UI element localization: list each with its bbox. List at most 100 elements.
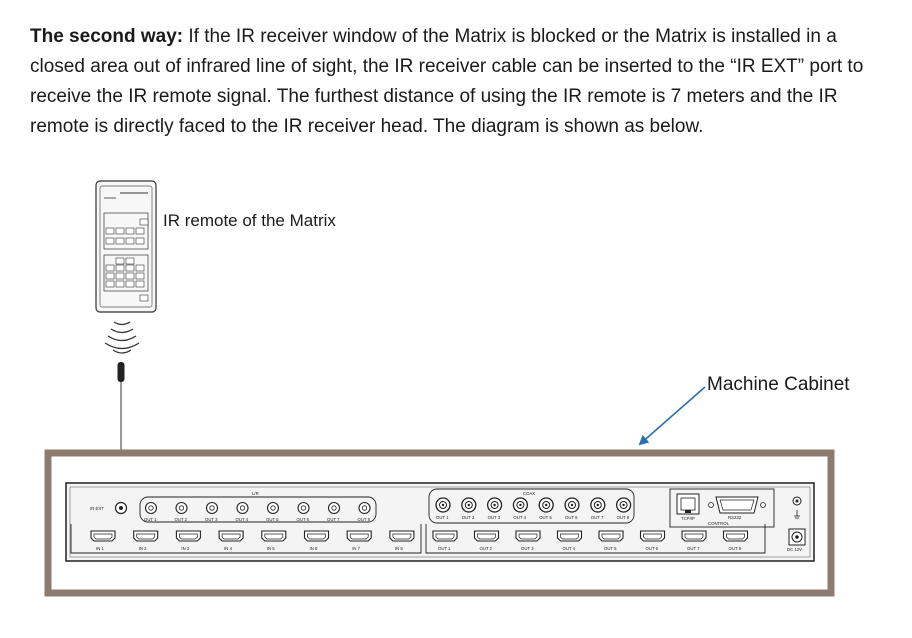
- coax-label: COAX: [523, 491, 535, 496]
- hdmi-in-port-label: IN 8: [395, 546, 403, 551]
- hdmi-out-port-label: OUT 4: [563, 546, 576, 551]
- hdmi-out-port-label: OUT 1: [438, 546, 451, 551]
- ir-signal-icon: [104, 321, 140, 354]
- paragraph-body: If the IR receiver window of the Matrix …: [30, 26, 864, 137]
- coax-out-label: OUT 1: [436, 515, 449, 520]
- remote-button: [105, 280, 115, 288]
- tcpip-label: TCP/IP: [681, 516, 695, 521]
- audio-out-label: OUT 2: [175, 517, 188, 522]
- remote-button: [135, 272, 145, 280]
- remote-button: [135, 237, 145, 245]
- ground-icon: [792, 496, 802, 519]
- remote-button: [135, 227, 145, 235]
- lr-audio-group: [139, 496, 377, 523]
- hdmi-out-port: [515, 530, 541, 542]
- remote-button: [115, 227, 125, 235]
- audio-out-label: OUT 3: [205, 517, 218, 522]
- remote-button: [125, 237, 135, 245]
- audio-out-label: OUT 5: [266, 517, 279, 522]
- hdmi-out-port-label: OUT 6: [646, 546, 659, 551]
- audio-out-label: OUT 1: [144, 517, 157, 522]
- remote-button: [135, 264, 145, 272]
- coax-group: [428, 488, 635, 524]
- audio-out-port: [175, 501, 188, 515]
- hdmi-in-port: [303, 530, 330, 542]
- dc-power-port: [788, 528, 806, 546]
- audio-out-port: [144, 501, 158, 515]
- remote-button: [115, 237, 125, 245]
- hdmi-in-port-label: IN 1: [96, 546, 104, 551]
- audio-out-port: [297, 501, 310, 515]
- hdmi-out-port-label: OUT 7: [687, 546, 700, 551]
- coax-out-label: OUT 8: [617, 515, 630, 520]
- remote-button: [115, 272, 125, 280]
- hdmi-in-port: [90, 530, 116, 542]
- hdmi-in-port: [346, 530, 372, 542]
- coax-out-label: OUT 5: [539, 515, 552, 520]
- remote-button: [105, 272, 115, 280]
- cabinet-arrow: [638, 386, 706, 446]
- dc-label: DC 12V: [787, 547, 802, 552]
- audio-out-label: OUT 8: [358, 517, 371, 522]
- remote-button: [115, 264, 125, 272]
- remote-button: [125, 227, 135, 235]
- audio-out-port: [327, 501, 341, 515]
- hdmi-out-port-label: OUT 3: [521, 546, 534, 551]
- rs232-label: RS232: [728, 515, 742, 520]
- control-label: CONTROL: [708, 521, 730, 526]
- hdmi-out-port: [681, 530, 707, 542]
- remote-button: [105, 264, 115, 272]
- remote-button: [115, 257, 125, 265]
- ir-remote-icon: [95, 180, 157, 313]
- audio-out-port: [266, 501, 280, 515]
- hdmi-in-port: [389, 530, 415, 542]
- remote-button: [135, 280, 145, 288]
- audio-out-label: OUT 6: [297, 517, 310, 522]
- tcpip-port: [676, 493, 700, 515]
- hdmi-out-port-label: OUT 5: [604, 546, 617, 551]
- remote-button: [105, 227, 115, 235]
- audio-out-port: [205, 501, 219, 515]
- hdmi-out-port: [432, 530, 458, 542]
- hdmi-in-port-label: IN 7: [352, 546, 360, 551]
- audio-out-port: [358, 501, 371, 515]
- hdmi-out-port: [598, 530, 624, 542]
- hdmi-out-port-label: OUT 2: [480, 546, 493, 551]
- hdmi-out-port: [473, 530, 500, 542]
- hdmi-out-port: [639, 530, 666, 542]
- lr-label: L/R: [252, 491, 259, 496]
- coax-out-label: OUT 6: [565, 515, 578, 520]
- audio-out-port: [236, 501, 249, 515]
- hdmi-in-port-label: IN 3: [181, 546, 189, 551]
- hdmi-out-port: [722, 530, 749, 542]
- remote-button: [139, 218, 149, 226]
- audio-out-label: OUT 7: [327, 517, 340, 522]
- description-paragraph: The second way: If the IR receiver windo…: [30, 22, 890, 142]
- ir-ext-label: IR EXT: [90, 506, 104, 511]
- coax-out-label: OUT 7: [591, 515, 604, 520]
- remote-button: [139, 294, 149, 302]
- control-group: [669, 488, 775, 528]
- hdmi-in-port: [218, 530, 244, 542]
- coax-out-label: OUT 4: [513, 515, 526, 520]
- remote-button: [105, 237, 115, 245]
- hdmi-out-port: [556, 530, 583, 542]
- rs232-port: [708, 496, 766, 514]
- remote-button: [125, 280, 135, 288]
- remote-label: IR remote of the Matrix: [163, 211, 336, 230]
- remote-button: [115, 280, 125, 288]
- hdmi-in-port-label: IN 6: [310, 546, 318, 551]
- coax-out-label: OUT 2: [462, 515, 475, 520]
- cabinet-label: Machine Cabinet: [707, 374, 850, 395]
- remote-button: [125, 257, 135, 265]
- hdmi-in-port-label: IN 5: [267, 546, 275, 551]
- remote-button: [125, 272, 135, 280]
- hdmi-in-port-label: IN 4: [224, 546, 232, 551]
- hdmi-in-port: [261, 530, 287, 542]
- hdmi-out-port-label: OUT 8: [729, 546, 742, 551]
- hdmi-in-port-label: IN 2: [139, 546, 147, 551]
- paragraph-lead: The second way:: [30, 26, 184, 47]
- coax-out-label: OUT 3: [488, 515, 501, 520]
- hdmi-in-port: [175, 530, 201, 542]
